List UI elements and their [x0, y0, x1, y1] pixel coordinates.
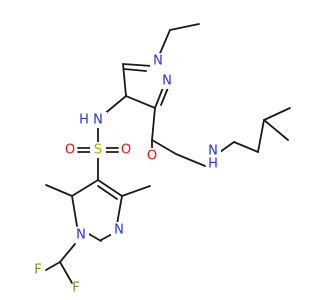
atom-label-n: N [162, 74, 172, 89]
bond [125, 95, 156, 109]
atom-labels: N N N H S O O O N H N N F F [34, 53, 221, 296]
atom-label-n: N [208, 144, 218, 159]
bond [151, 107, 156, 141]
isobutyl-group [219, 107, 291, 153]
bond [233, 141, 259, 153]
ethyl-group [157, 23, 200, 59]
atom-label-o: O [121, 143, 131, 158]
atom-label-n: N [76, 228, 86, 243]
bond [263, 119, 289, 141]
atom-label-o: O [147, 149, 157, 164]
atom-label-h: H [79, 113, 89, 128]
bond [97, 185, 118, 200]
sulfonyl-oxygens [77, 147, 119, 153]
carboxamide-group [151, 139, 206, 167]
atom-label-f: F [72, 281, 79, 296]
bond [219, 141, 235, 153]
bond [59, 261, 73, 284]
bond [45, 184, 73, 197]
upper-pyrazole-ring [122, 63, 171, 141]
bond [116, 195, 123, 225]
bond [169, 23, 200, 31]
atom-label-f: F [34, 263, 41, 278]
bond [263, 107, 291, 121]
molecule-canvas: N N N H S O O O N H N N F F [34, 23, 291, 296]
methyl-groups [45, 184, 151, 197]
bond [123, 68, 147, 72]
bond [88, 233, 102, 242]
atom-label-s: S [94, 143, 102, 158]
bond [121, 185, 151, 197]
atom-label-o: O [65, 143, 75, 158]
bond [45, 261, 61, 271]
bond [97, 179, 123, 197]
atom-label-n: N [153, 54, 163, 69]
bond [175, 153, 206, 167]
bond [257, 119, 265, 153]
bond [71, 179, 99, 197]
atom-label-h: H [208, 157, 218, 172]
bond [59, 243, 76, 263]
atom-label-n: N [93, 113, 103, 128]
bond [71, 195, 78, 227]
bond [122, 63, 127, 97]
bond [151, 139, 177, 155]
atom-label-n: N [114, 223, 124, 238]
bond [122, 63, 153, 67]
difluoromethyl-group [45, 243, 76, 284]
structure-diagram: N N N H S O O O N H N N F F [34, 23, 291, 296]
